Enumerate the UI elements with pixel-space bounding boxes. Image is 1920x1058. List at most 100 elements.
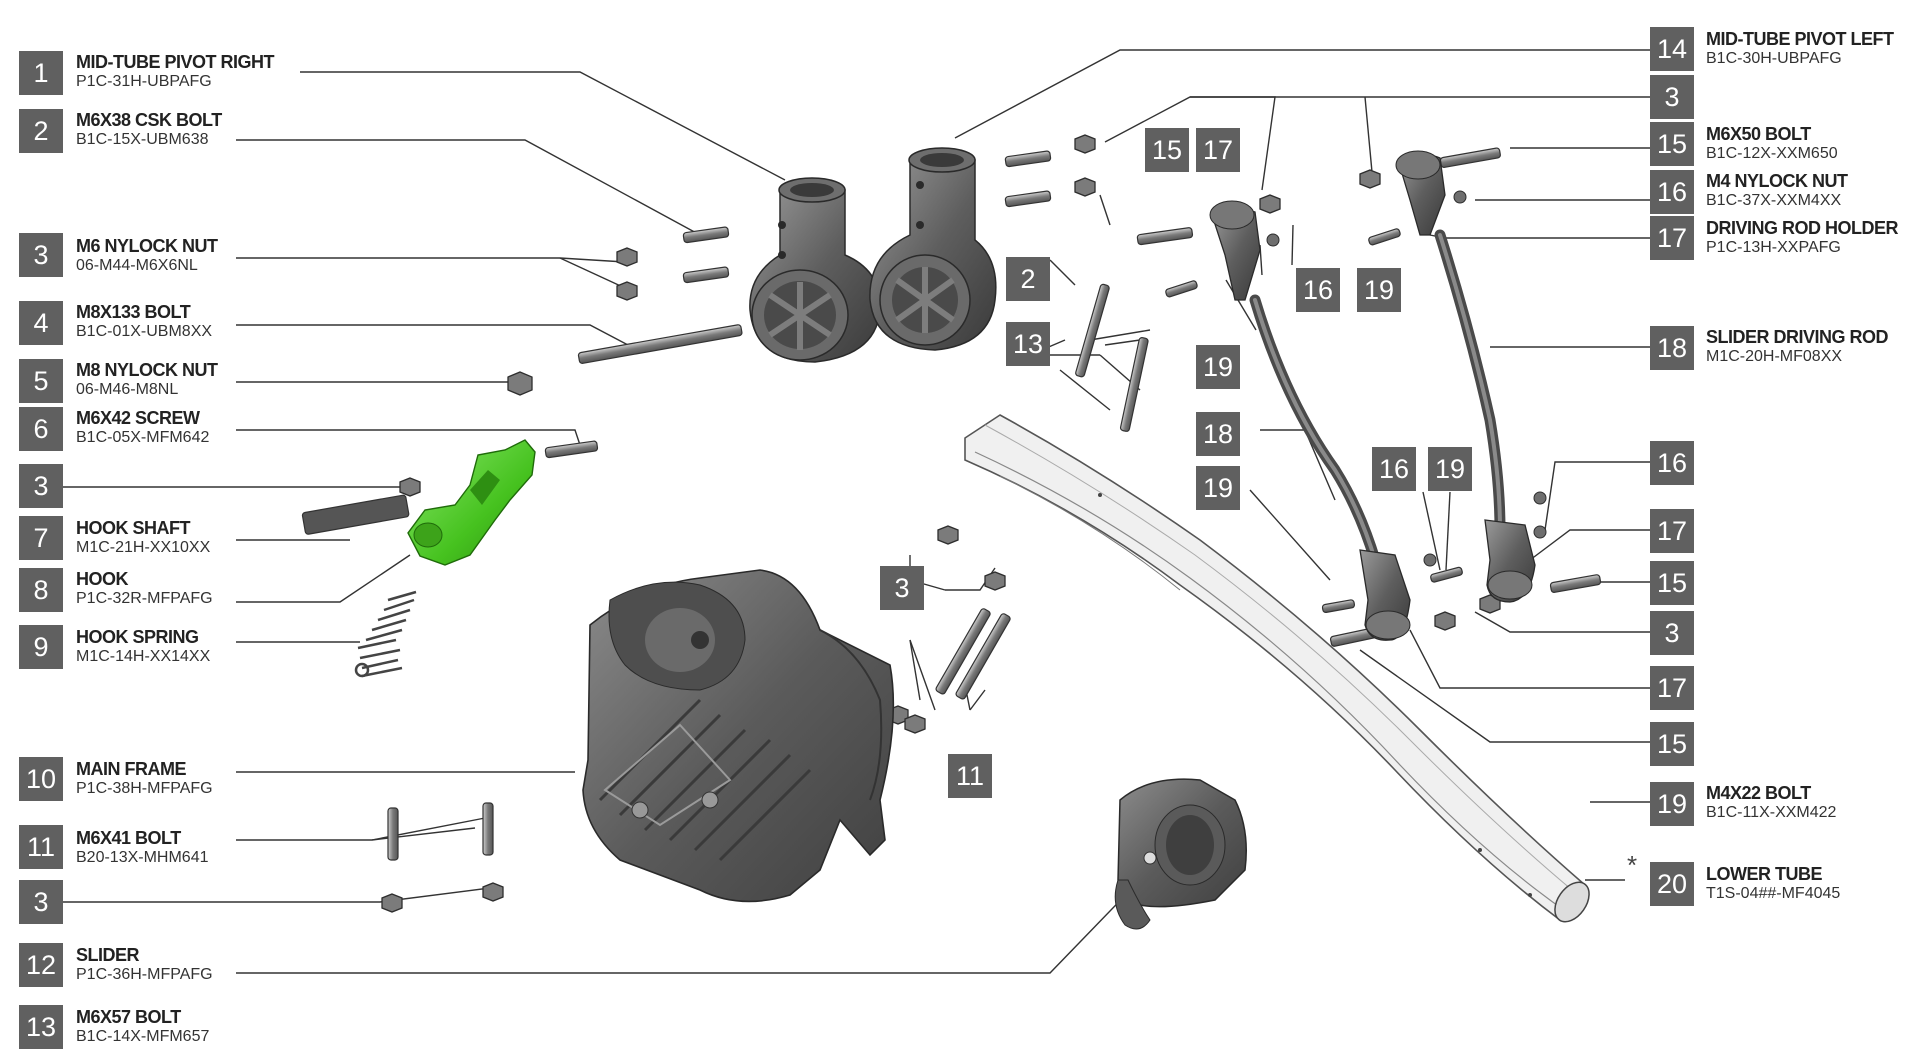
part-name: HOOK SHAFT bbox=[76, 518, 191, 538]
part-label: HOOK SPRING M1C-14H-XX14XX bbox=[76, 627, 210, 667]
callout-badge: 3 bbox=[19, 880, 63, 924]
mid-tube-pivot-right bbox=[749, 177, 881, 363]
part-name: MID-TUBE PIVOT RIGHT bbox=[76, 52, 275, 72]
part-label: MID-TUBE PIVOT RIGHT P1C-31H-UBPAFG bbox=[76, 52, 275, 92]
lower-tube-marker: * bbox=[1627, 850, 1638, 880]
part-name: M6 NYLOCK NUT bbox=[76, 236, 218, 256]
mid-tube-pivot-left bbox=[869, 147, 997, 351]
callout-badge: 9 bbox=[19, 625, 63, 669]
part-label: MID-TUBE PIVOT LEFT B1C-30H-UBPAFG bbox=[1706, 29, 1894, 69]
part-label: SLIDER P1C-36H-MFPAFG bbox=[76, 945, 213, 985]
part-name: M6X57 BOLT bbox=[76, 1007, 181, 1027]
part-name: SLIDER DRIVING ROD bbox=[1706, 327, 1889, 347]
callout-badge: 1 bbox=[19, 51, 63, 95]
callout-badge: 18 bbox=[1196, 412, 1240, 456]
hook-part bbox=[407, 439, 536, 566]
part-code: T1S-04##-MF4045 bbox=[1706, 885, 1841, 902]
callout-badge: 3 bbox=[19, 464, 63, 508]
callout-badge: 14 bbox=[1650, 27, 1694, 71]
callout-badge: 15 bbox=[1145, 128, 1189, 172]
callout-badge: 17 bbox=[1196, 128, 1240, 172]
part-name: DRIVING ROD HOLDER bbox=[1706, 218, 1899, 238]
part-code: P1C-32R-MFPAFG bbox=[76, 590, 213, 607]
callout-badge: 8 bbox=[19, 568, 63, 612]
callout-badge: 19 bbox=[1196, 466, 1240, 510]
part-code: B1C-05X-MFM642 bbox=[76, 429, 210, 446]
callout-badge: 19 bbox=[1428, 447, 1472, 491]
part-name: MAIN FRAME bbox=[76, 759, 186, 779]
hook-spring bbox=[354, 590, 417, 678]
callout-badge: 13 bbox=[19, 1005, 63, 1049]
callout-badge: 19 bbox=[1357, 268, 1401, 312]
part-name: M6X50 BOLT bbox=[1706, 124, 1811, 144]
callout-badge: 20 bbox=[1650, 862, 1694, 906]
callout-badge: 3 bbox=[1650, 611, 1694, 655]
callout-badge: 3 bbox=[880, 566, 924, 610]
callout-badge: 13 bbox=[1006, 322, 1050, 366]
part-label: M4X22 BOLT B1C-11X-XXM422 bbox=[1706, 783, 1836, 823]
callout-badge: 12 bbox=[19, 943, 63, 987]
part-code: B1C-30H-UBPAFG bbox=[1706, 50, 1842, 67]
part-label: HOOK SHAFT M1C-21H-XX10XX bbox=[76, 518, 210, 558]
part-name: SLIDER bbox=[76, 945, 140, 965]
part-name: M8X133 BOLT bbox=[76, 302, 191, 322]
part-label: SLIDER DRIVING ROD M1C-20H-MF08XX bbox=[1706, 327, 1889, 367]
part-code: B1C-12X-XXM650 bbox=[1706, 145, 1838, 162]
callout-badge: 19 bbox=[1650, 782, 1694, 826]
callout-badge: 5 bbox=[19, 359, 63, 403]
part-name: M6X42 SCREW bbox=[76, 408, 200, 428]
part-label: M6 NYLOCK NUT 06-M44-M6X6NL bbox=[76, 236, 218, 276]
part-code: M1C-14H-XX14XX bbox=[76, 648, 211, 665]
part-label: M6X41 BOLT B20-13X-MHM641 bbox=[76, 828, 209, 868]
part-name: M4X22 BOLT bbox=[1706, 783, 1811, 803]
part-label: M8 NYLOCK NUT 06-M46-M8NL bbox=[76, 360, 218, 400]
part-label: M8X133 BOLT B1C-01X-UBM8XX bbox=[76, 302, 212, 342]
part-code: B1C-37X-XXM4XX bbox=[1706, 192, 1842, 209]
callout-badge: 7 bbox=[19, 516, 63, 560]
part-code: 06-M46-M8NL bbox=[76, 381, 179, 398]
callout-badge: 17 bbox=[1650, 666, 1694, 710]
callout-badge: 16 bbox=[1372, 447, 1416, 491]
callout-badge: 10 bbox=[19, 757, 63, 801]
callout-badge: 15 bbox=[1650, 722, 1694, 766]
part-label: M6X50 BOLT B1C-12X-XXM650 bbox=[1706, 124, 1838, 164]
part-code: M1C-21H-XX10XX bbox=[76, 539, 211, 556]
part-name: M6X38 CSK BOLT bbox=[76, 110, 222, 130]
part-code: B20-13X-MHM641 bbox=[76, 849, 209, 866]
part-name: MID-TUBE PIVOT LEFT bbox=[1706, 29, 1894, 49]
part-name: M6X41 BOLT bbox=[76, 828, 181, 848]
part-name: LOWER TUBE bbox=[1706, 864, 1823, 884]
part-code: M1C-20H-MF08XX bbox=[1706, 348, 1843, 365]
callout-badge: 6 bbox=[19, 407, 63, 451]
part-label: M4 NYLOCK NUT B1C-37X-XXM4XX bbox=[1706, 171, 1848, 211]
part-label: M6X42 SCREW B1C-05X-MFM642 bbox=[76, 408, 209, 448]
part-label: M6X57 BOLT B1C-14X-MFM657 bbox=[76, 1007, 209, 1047]
part-name: HOOK bbox=[76, 569, 128, 589]
callout-badge: 11 bbox=[19, 825, 63, 869]
part-code: B1C-01X-UBM8XX bbox=[76, 323, 213, 340]
callout-badge: 15 bbox=[1650, 122, 1694, 166]
part-name: HOOK SPRING bbox=[76, 627, 199, 647]
part-code: B1C-11X-XXM422 bbox=[1706, 804, 1837, 821]
callout-badge: 2 bbox=[19, 109, 63, 153]
callout-badge: 3 bbox=[19, 233, 63, 277]
callout-badge: 16 bbox=[1650, 170, 1694, 214]
part-code: B1C-14X-MFM657 bbox=[76, 1028, 210, 1045]
callout-badge: 11 bbox=[948, 754, 992, 798]
driving-rod-assembly-left bbox=[1209, 200, 1411, 641]
part-code: P1C-38H-MFPAFG bbox=[76, 780, 213, 797]
callout-badge: 16 bbox=[1650, 441, 1694, 485]
part-label: LOWER TUBE T1S-04##-MF4045 bbox=[1706, 864, 1840, 904]
part-label: M6X38 CSK BOLT B1C-15X-UBM638 bbox=[76, 110, 222, 150]
callout-badge: 19 bbox=[1196, 345, 1240, 389]
driving-rod-assembly-right bbox=[1395, 150, 1536, 603]
part-label: DRIVING ROD HOLDER P1C-13H-XXPAFG bbox=[1706, 218, 1899, 258]
part-code: 06-M44-M6X6NL bbox=[76, 257, 198, 274]
lower-tube bbox=[964, 414, 1590, 923]
part-code: B1C-15X-UBM638 bbox=[76, 131, 209, 148]
callout-badge: 4 bbox=[19, 301, 63, 345]
main-frame bbox=[582, 569, 895, 903]
part-code: P1C-13H-XXPAFG bbox=[1706, 239, 1841, 256]
callout-badge: 2 bbox=[1006, 257, 1050, 301]
